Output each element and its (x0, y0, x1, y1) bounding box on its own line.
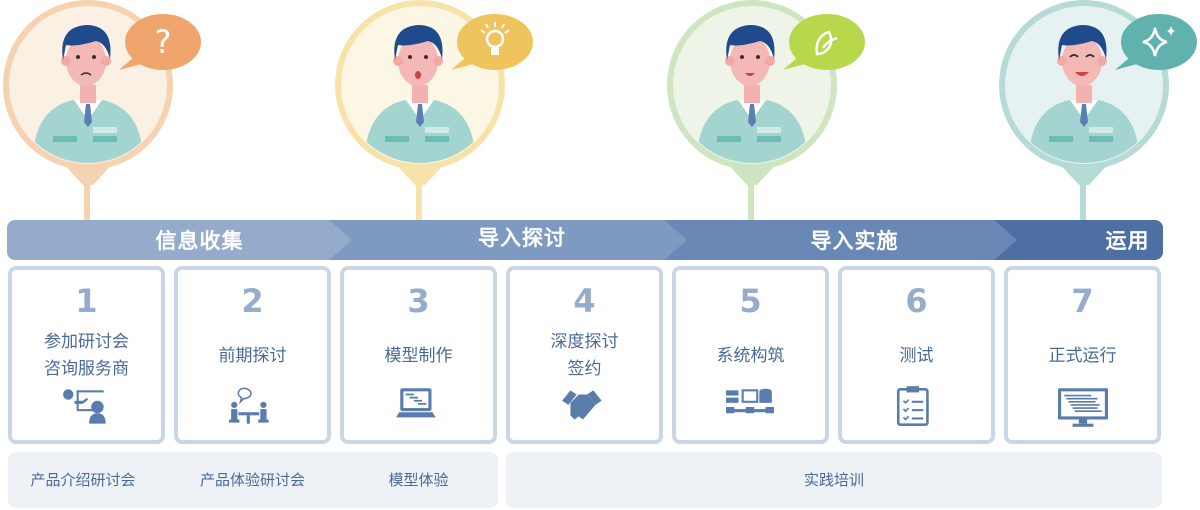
step-number: 5 (739, 282, 762, 320)
step-label: 模型制作 (384, 345, 453, 366)
handshake-icon (561, 390, 602, 420)
step-label: 系统构筑 (716, 345, 785, 366)
phase-information-gathering: 信息收集 (7, 220, 352, 260)
step-card-1: 1 参加研讨会咨询服务商 (8, 266, 165, 444)
step-number: 2 (241, 282, 264, 320)
clipboard-checklist-icon (896, 386, 929, 427)
phase-adoption-discussion: 导入探讨 (327, 220, 687, 260)
activity-product-intro-seminar: 产品介绍研讨会 (30, 471, 136, 489)
persona-surprised (330, 0, 540, 250)
step-label: 前期探讨 (218, 345, 287, 366)
step-number: 7 (1071, 282, 1094, 320)
monitor-icon (1057, 388, 1108, 427)
leaf-icon (783, 14, 865, 70)
step-card-4: 4 深度探讨签约 (506, 266, 663, 444)
presentation-icon (62, 389, 106, 424)
step-label: 正式运行 (1048, 345, 1117, 366)
phase-operation: 运用 (992, 220, 1163, 260)
step-label: 测试 (899, 345, 934, 366)
meeting-icon (228, 387, 269, 424)
persona-confused: ? (0, 0, 208, 250)
step-card-7: 7 正式运行 (1004, 266, 1161, 444)
phase-bar: 信息收集 导入探讨 导入实施 运用 (7, 220, 1163, 260)
step-card-2: 2 前期探讨 (174, 266, 331, 444)
step-number: 3 (407, 282, 430, 320)
step-card-6: 6 测试 (838, 266, 995, 444)
activity-panel-left (8, 452, 498, 508)
svg-text:?: ? (155, 23, 172, 61)
step-card-5: 5 系统构筑 (672, 266, 829, 444)
step-label: 参加研讨会咨询服务商 (44, 332, 129, 379)
persona-smiling (662, 0, 872, 250)
laptop-icon (395, 388, 436, 418)
step-number: 1 (75, 282, 98, 320)
activity-panel-right (506, 452, 1162, 508)
lightbulb-icon (451, 14, 533, 70)
sparkle-icon (1115, 14, 1197, 70)
step-number: 6 (905, 282, 928, 320)
activity-practical-training: 实践培训 (803, 471, 864, 489)
step-number: 4 (573, 282, 596, 320)
question-icon: ? (119, 14, 201, 70)
server-network-icon (725, 388, 774, 414)
activity-model-trial: 模型体验 (388, 471, 449, 489)
activity-product-trial-seminar: 产品体验研讨会 (199, 471, 305, 489)
persona-happy (994, 0, 1200, 250)
step-label: 深度探讨签约 (550, 332, 619, 379)
phase-implementation: 导入实施 (662, 220, 1017, 260)
step-card-3: 3 模型制作 (340, 266, 497, 444)
